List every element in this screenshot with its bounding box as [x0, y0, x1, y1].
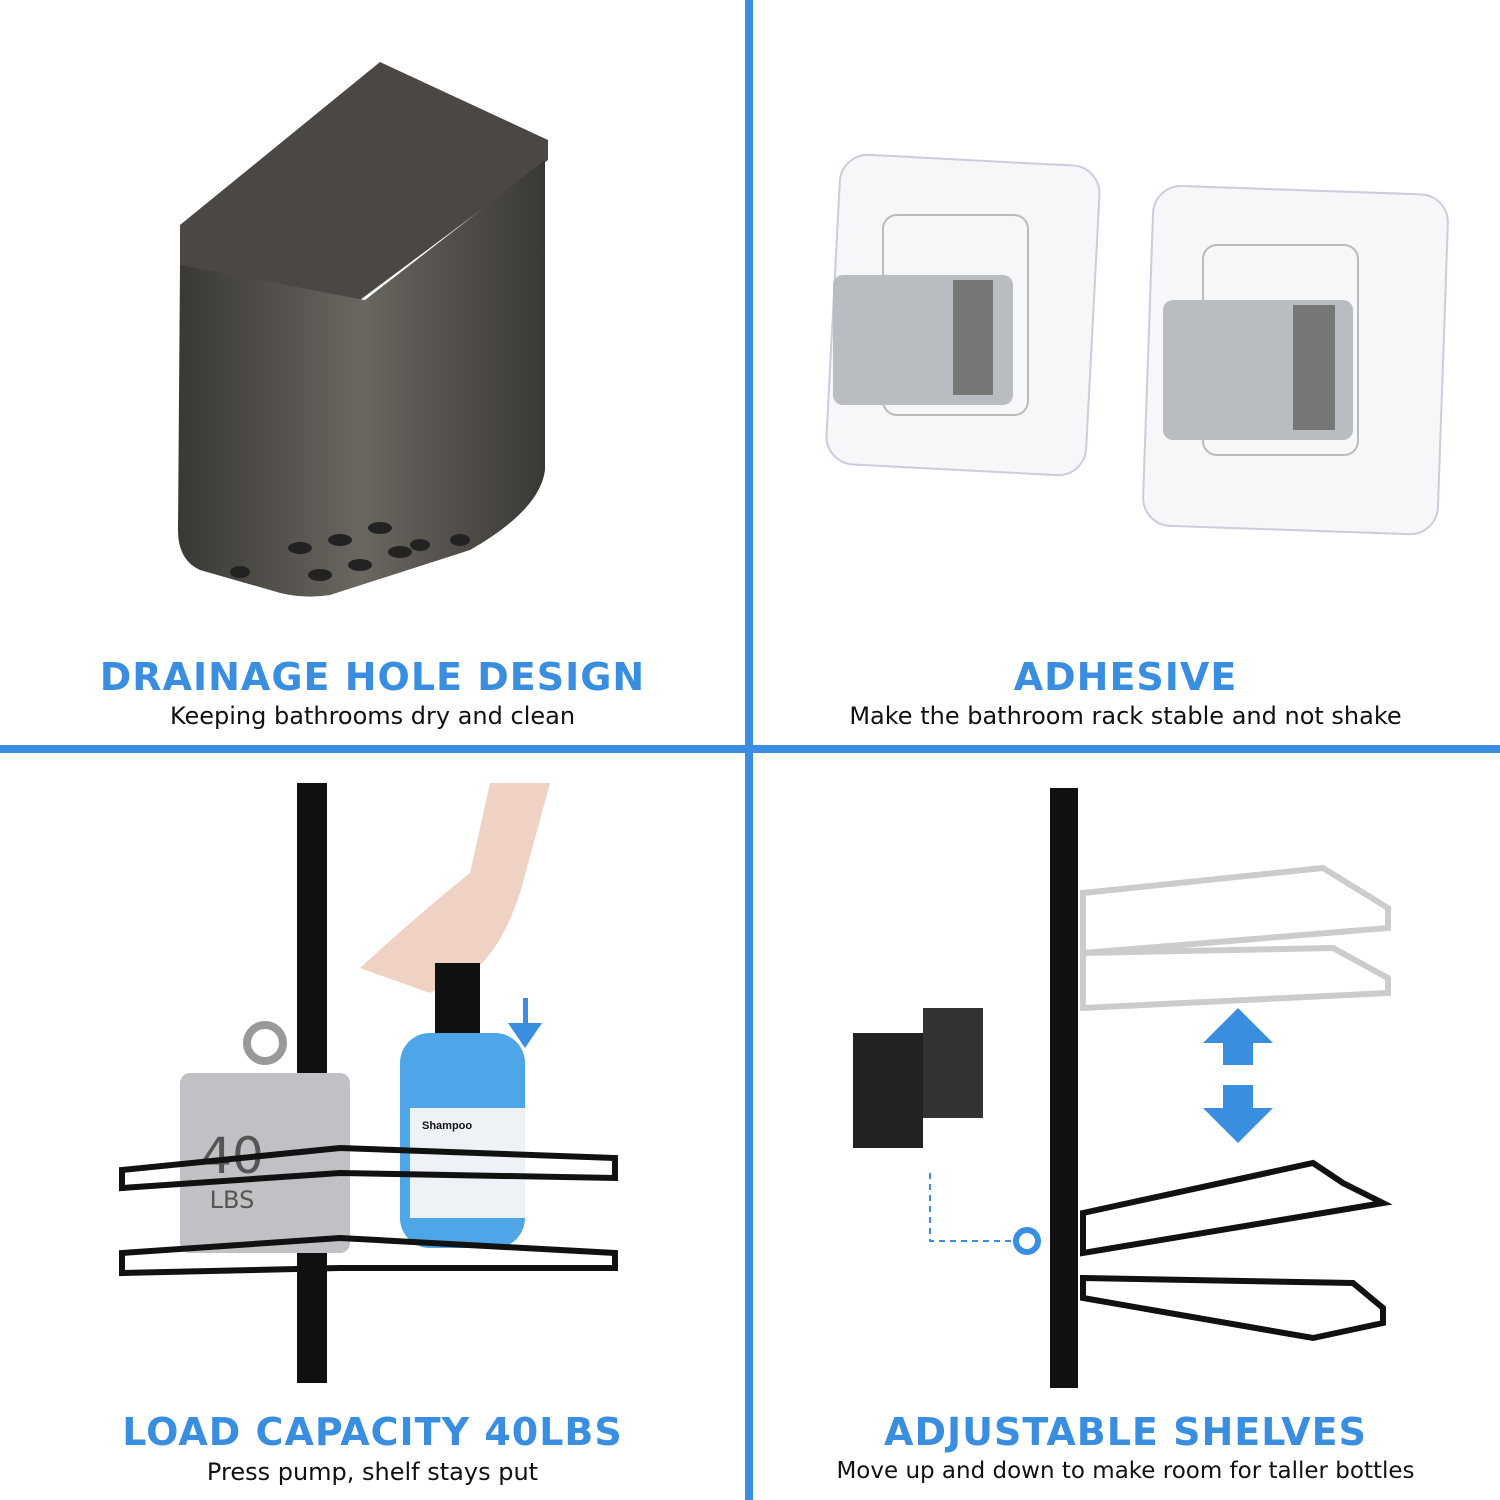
down-arrow-icon: [508, 998, 542, 1048]
panel-adjustable: ADJUSTABLE SHELVES Move up and down to m…: [753, 753, 1498, 1498]
bottle-label: Shampoo: [422, 1120, 472, 1132]
loaded-shelf-image: 40 LBS Shampoo: [119, 783, 618, 1383]
panel-drainage: DRAINAGE HOLE DESIGN Keeping bathrooms d…: [0, 0, 745, 745]
panel-subtitle: Move up and down to make room for taller…: [836, 1458, 1415, 1484]
weight-unit-label: LBS: [210, 1186, 255, 1214]
panel-subtitle: Make the bathroom rack stable and not sh…: [849, 702, 1402, 730]
pole: [1050, 788, 1078, 1388]
adhesive-hooks-image: [825, 153, 1449, 536]
horizontal-divider: [0, 745, 1500, 753]
connector-line: [929, 1173, 1023, 1242]
adhesive-hook: [825, 153, 1101, 477]
drain-cup-image: [178, 62, 548, 597]
panel-title: DRAINAGE HOLE DESIGN: [99, 655, 646, 699]
panel-title: ADHESIVE: [1013, 655, 1238, 699]
adhesive-hook: [1142, 185, 1449, 536]
panel-subtitle: Keeping bathrooms dry and clean: [169, 702, 576, 730]
drainage-holes: [230, 522, 470, 581]
adjustable-shelves-image: [853, 788, 1393, 1388]
panel-title: LOAD CAPACITY 40LBS: [122, 1410, 623, 1454]
weight: [180, 1073, 350, 1253]
connector-dot: [1013, 1227, 1041, 1255]
shelf: [119, 1144, 618, 1277]
panel-subtitle: Press pump, shelf stays put: [206, 1458, 539, 1486]
clip-part: [853, 1033, 923, 1148]
shelf-upper: [1080, 864, 1391, 1012]
hand: [360, 783, 550, 993]
panel-load-capacity: 40 LBS Shampoo LOAD CAPACITY 40LBS Press…: [0, 753, 745, 1498]
shelf-lower: [1080, 1159, 1393, 1342]
panel-adhesive: ADHESIVE Make the bathroom rack stable a…: [753, 0, 1498, 745]
up-down-arrows-icon: [1203, 1008, 1273, 1143]
panel-title: ADJUSTABLE SHELVES: [884, 1410, 1367, 1454]
